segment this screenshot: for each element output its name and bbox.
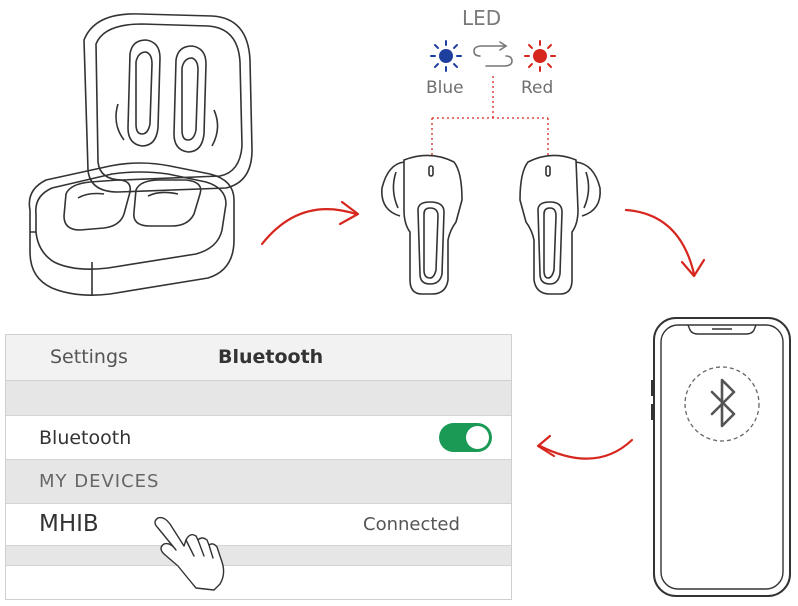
flow-arrow bbox=[260, 200, 360, 246]
section-spacer bbox=[6, 546, 511, 566]
led-blue-label: Blue bbox=[426, 78, 464, 98]
led-red-label: Red bbox=[521, 78, 554, 98]
device-row[interactable]: MHIB Connected bbox=[6, 504, 511, 546]
led-title: LED bbox=[462, 6, 502, 30]
device-name: MHIB bbox=[39, 511, 99, 537]
page-title: Bluetooth bbox=[218, 346, 324, 368]
empty-row bbox=[6, 566, 511, 599]
earbud-left bbox=[381, 154, 463, 295]
bluetooth-settings-panel: Settings Bluetooth Bluetooth MY DEVICES … bbox=[5, 334, 512, 600]
section-header-label: MY DEVICES bbox=[39, 471, 160, 492]
bluetooth-icon bbox=[710, 378, 736, 428]
toggle-knob bbox=[466, 426, 489, 449]
device-status: Connected bbox=[363, 514, 460, 535]
cycle-icon bbox=[473, 41, 513, 67]
section-spacer bbox=[6, 381, 511, 416]
led-blue-icon bbox=[430, 40, 462, 72]
flow-arrow bbox=[624, 208, 706, 278]
nav-bar: Settings Bluetooth bbox=[6, 335, 511, 381]
smartphone bbox=[651, 317, 791, 597]
bluetooth-toggle[interactable] bbox=[439, 423, 492, 452]
led-leader-lines bbox=[431, 76, 549, 158]
earbud-right bbox=[519, 154, 601, 295]
settings-back-link[interactable]: Settings bbox=[50, 346, 128, 368]
my-devices-header: MY DEVICES bbox=[6, 460, 511, 504]
charging-case bbox=[28, 13, 253, 296]
bluetooth-row: Bluetooth bbox=[6, 416, 511, 460]
flow-arrow bbox=[536, 434, 634, 460]
bluetooth-row-label: Bluetooth bbox=[39, 427, 132, 449]
led-red-icon bbox=[524, 40, 556, 72]
bluetooth-ring bbox=[684, 366, 760, 442]
